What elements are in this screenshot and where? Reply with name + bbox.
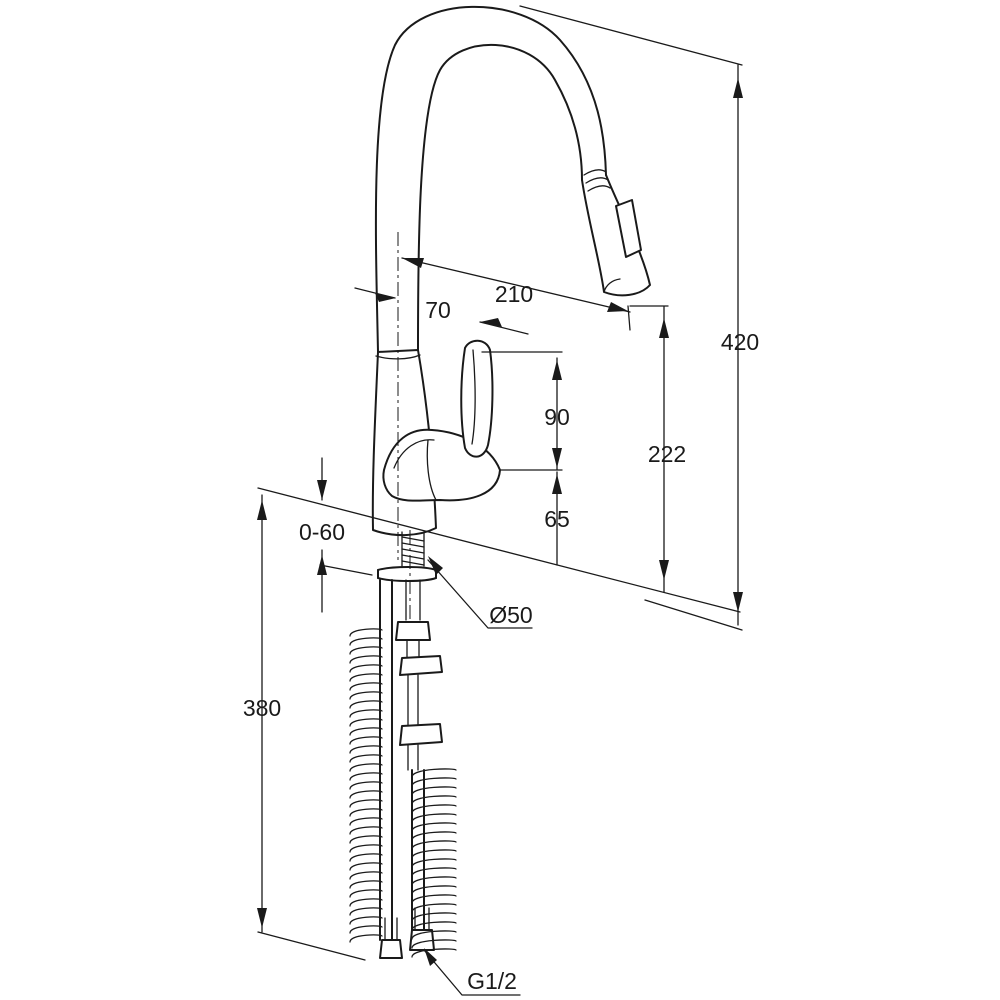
faucet-outline — [371, 5, 651, 959]
spout-reach-label: 210 — [495, 281, 533, 307]
spout-height-label: 222 — [648, 441, 686, 467]
hose-length-label: 380 — [243, 695, 281, 721]
connection-thread-label: G1/2 — [467, 968, 517, 994]
total-height-label: 420 — [721, 329, 759, 355]
handle-offset-label: 70 — [425, 297, 451, 323]
base-height-label: 65 — [544, 506, 570, 532]
base-diameter-label: Ø50 — [489, 602, 532, 628]
dimension-lines — [257, 5, 743, 996]
handle-height-label: 90 — [544, 404, 570, 430]
hose-coil — [349, 628, 457, 958]
deck-thickness-label: 0-60 — [299, 519, 345, 545]
center-lines — [397, 232, 411, 620]
